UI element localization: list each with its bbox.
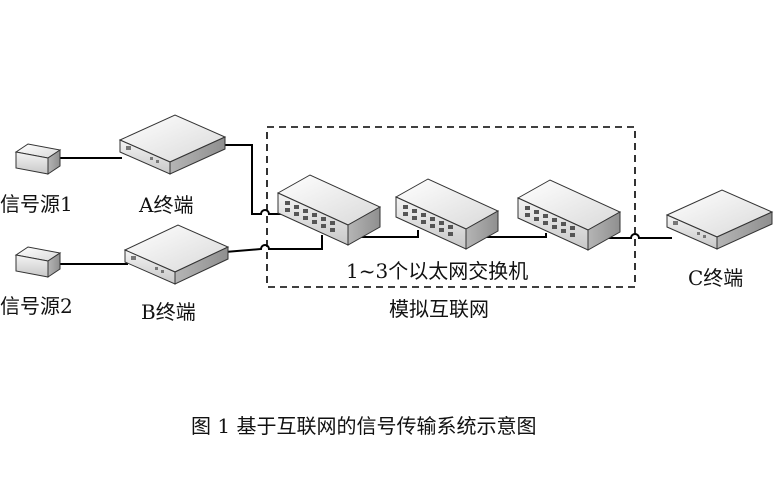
internet-label: 模拟互联网 xyxy=(389,297,489,321)
ethernet-switch-2-icon xyxy=(394,178,500,250)
terminal-b-device-icon xyxy=(123,224,230,285)
terminal-a-label: A终端 xyxy=(139,193,194,217)
terminal-a-device-icon xyxy=(118,114,227,175)
terminal-c-label: C终端 xyxy=(688,266,744,290)
signal-source-2-icon xyxy=(14,246,62,278)
ethernet-switch-1-icon xyxy=(276,174,382,246)
terminal-c-device-icon xyxy=(665,189,774,250)
internet-boundary-box xyxy=(266,126,636,288)
signal-source-1-icon xyxy=(14,143,62,175)
signal-source-2-label: 信号源2 xyxy=(0,294,73,318)
signal-source-1-label: 信号源1 xyxy=(0,192,73,216)
terminal-b-label: B终端 xyxy=(141,300,196,324)
ethernet-switch-3-icon xyxy=(516,179,622,251)
figure-caption: 图 1 基于互联网的信号传输系统示意图 xyxy=(191,414,537,438)
switches-label: 1~3个以太网交换机 xyxy=(346,259,529,283)
